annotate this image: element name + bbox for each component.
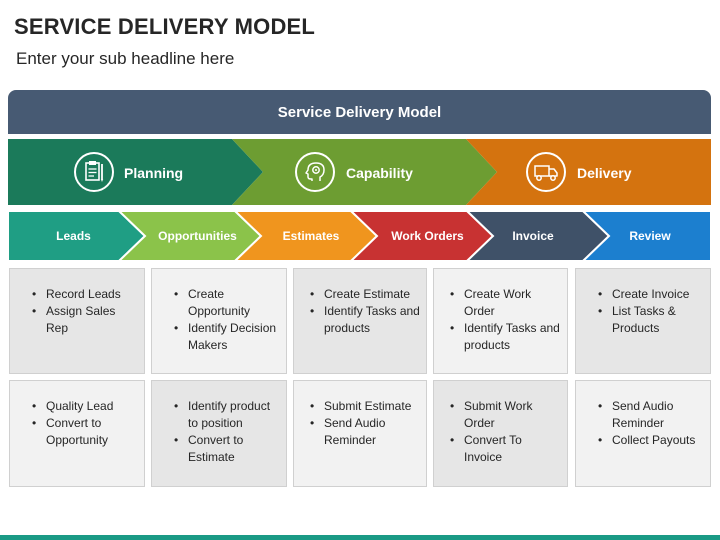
step-label-estimates: Estimates — [282, 229, 340, 243]
list-item: Submit Estimate — [298, 398, 420, 415]
list-item: Collect Payouts — [586, 432, 704, 449]
list-item: Convert To Invoice — [438, 432, 561, 466]
cell-work-orders-1: Create Work Order Identify Tasks and pro… — [433, 268, 568, 374]
cell-opportunities-1: Create Opportunity Identify Decision Mak… — [151, 268, 287, 374]
bottom-accent-bar — [0, 535, 720, 540]
list-item: Send Audio Reminder — [586, 398, 704, 432]
list-item: Create Work Order — [438, 286, 561, 320]
list-item: Assign Sales Rep — [20, 303, 138, 337]
truck-icon — [526, 152, 566, 192]
list-item: Quality Lead — [20, 398, 138, 415]
list-item: Create Invoice — [586, 286, 704, 303]
phase-label-capability: Capability — [346, 165, 413, 181]
cell-estimates-1: Create Estimate Identify Tasks and produ… — [293, 268, 427, 374]
phase-chevron-planning — [8, 139, 263, 205]
phase-chevron-capability — [232, 139, 497, 205]
step-label-leads: Leads — [56, 229, 91, 243]
phase-label-delivery: Delivery — [577, 165, 632, 181]
list-item: Identify Decision Makers — [162, 320, 280, 354]
cell-leads-2: Quality Lead Convert to Opportunity — [9, 380, 145, 487]
cell-review-1: Create Invoice List Tasks & Products — [575, 268, 711, 374]
list-item: Convert to Opportunity — [20, 415, 138, 449]
list-item: Submit Work Order — [438, 398, 561, 432]
list-item: Identify Tasks and products — [438, 320, 561, 354]
model-banner: Service Delivery Model — [8, 90, 711, 134]
list-item: Convert to Estimate — [162, 432, 280, 466]
phase-label-planning: Planning — [124, 165, 184, 181]
step-label-opportunities: Opportunities — [158, 229, 237, 243]
step-chevron-review — [580, 210, 712, 262]
clipboard-icon — [74, 152, 114, 192]
step-label-invoice: Invoice — [512, 229, 554, 243]
cell-leads-1: Record Leads Assign Sales Rep — [9, 268, 145, 374]
page-subtitle: Enter your sub headline here — [16, 49, 235, 68]
page-title: SERVICE DELIVERY MODEL — [14, 14, 316, 39]
list-item: List Tasks & Products — [586, 303, 704, 337]
cell-work-orders-2: Submit Work Order Convert To Invoice — [433, 380, 568, 487]
step-label-work-orders: Work Orders — [391, 229, 464, 243]
list-item: Identify product to position — [162, 398, 280, 432]
phase-chevron-delivery — [466, 139, 711, 205]
cell-estimates-2: Submit Estimate Send Audio Reminder — [293, 380, 427, 487]
gear-head-icon — [295, 152, 335, 192]
cell-review-2: Send Audio Reminder Collect Payouts — [575, 380, 711, 487]
list-item: Create Opportunity — [162, 286, 280, 320]
list-item: Record Leads — [20, 286, 138, 303]
list-item: Create Estimate — [298, 286, 420, 303]
cell-opportunities-2: Identify product to position Convert to … — [151, 380, 287, 487]
list-item: Identify Tasks and products — [298, 303, 420, 337]
step-label-review: Review — [629, 229, 671, 243]
list-item: Send Audio Reminder — [298, 415, 420, 449]
